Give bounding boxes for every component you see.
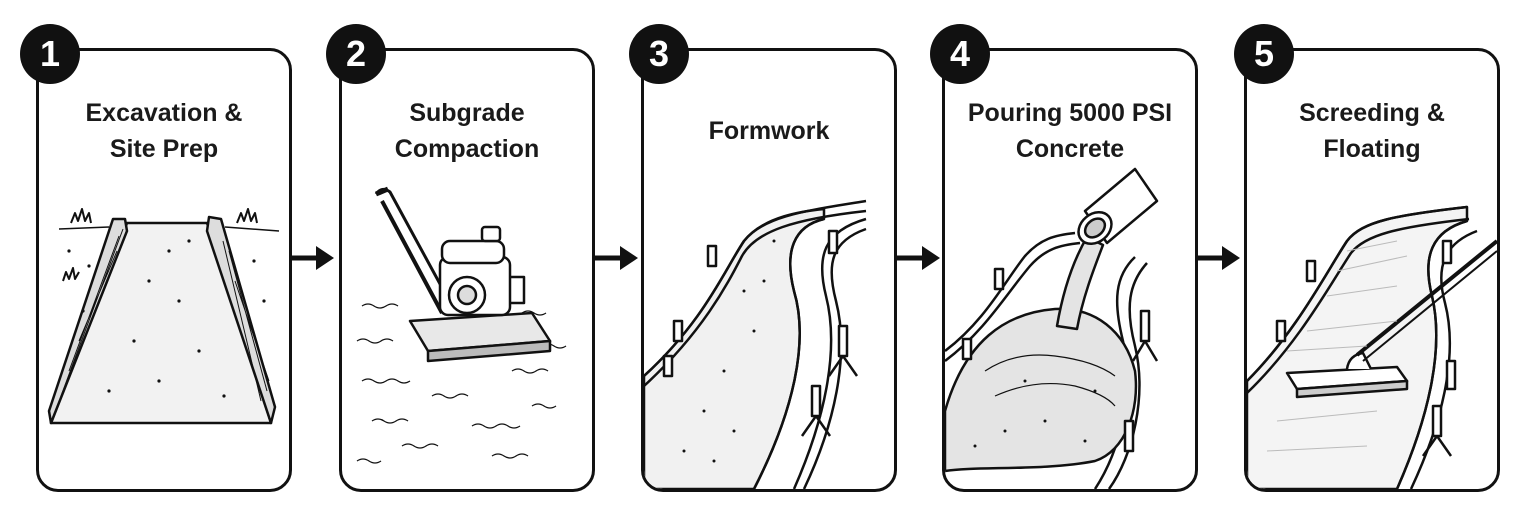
step-card-3: Formwork	[641, 48, 897, 492]
arrow-right-icon	[594, 246, 638, 270]
arrow-right-icon	[896, 246, 940, 270]
step-title: Screeding & Floating	[1247, 95, 1497, 167]
step-card-2: Subgrade Compaction	[339, 48, 595, 492]
step-title: Excavation & Site Prep	[39, 95, 289, 167]
step-number-badge: 5	[1234, 24, 1294, 84]
arrow-right-icon	[1196, 246, 1240, 270]
screed-float-illustration	[1247, 205, 1497, 489]
step-title-line: Screeding &	[1299, 99, 1445, 127]
step-number-badge: 3	[629, 24, 689, 84]
step-title-line: Site Prep	[109, 135, 219, 163]
step-title: Subgrade Compaction	[342, 95, 592, 167]
step-card-4: Pouring 5000 PSI Concrete	[942, 48, 1198, 492]
step-number-badge: 4	[930, 24, 990, 84]
step-title-line: Excavation &	[85, 99, 243, 127]
step-title-line: Floating	[1323, 135, 1421, 163]
step-title: Formwork	[644, 113, 894, 149]
formwork-illustration	[644, 199, 867, 489]
step-title-line: Concrete	[1015, 135, 1125, 163]
excavation-illustration	[47, 208, 280, 425]
step-title: Pouring 5000 PSI Concrete	[945, 95, 1195, 167]
step-title-line: Subgrade	[409, 99, 525, 127]
step-card-1: Excavation & Site Prep	[36, 48, 292, 492]
step-number-badge: 1	[20, 24, 80, 84]
step-title-line: Pouring 5000 PSI	[967, 99, 1173, 127]
arrow-right-icon	[290, 246, 334, 270]
step-title-line: Formwork	[708, 117, 830, 145]
step-title-line: Compaction	[394, 135, 540, 163]
concrete-pour-illustration	[945, 167, 1159, 489]
step-card-5: Screeding & Floating	[1244, 48, 1500, 492]
step-number-badge: 2	[326, 24, 386, 84]
plate-compactor-illustration	[356, 186, 567, 464]
